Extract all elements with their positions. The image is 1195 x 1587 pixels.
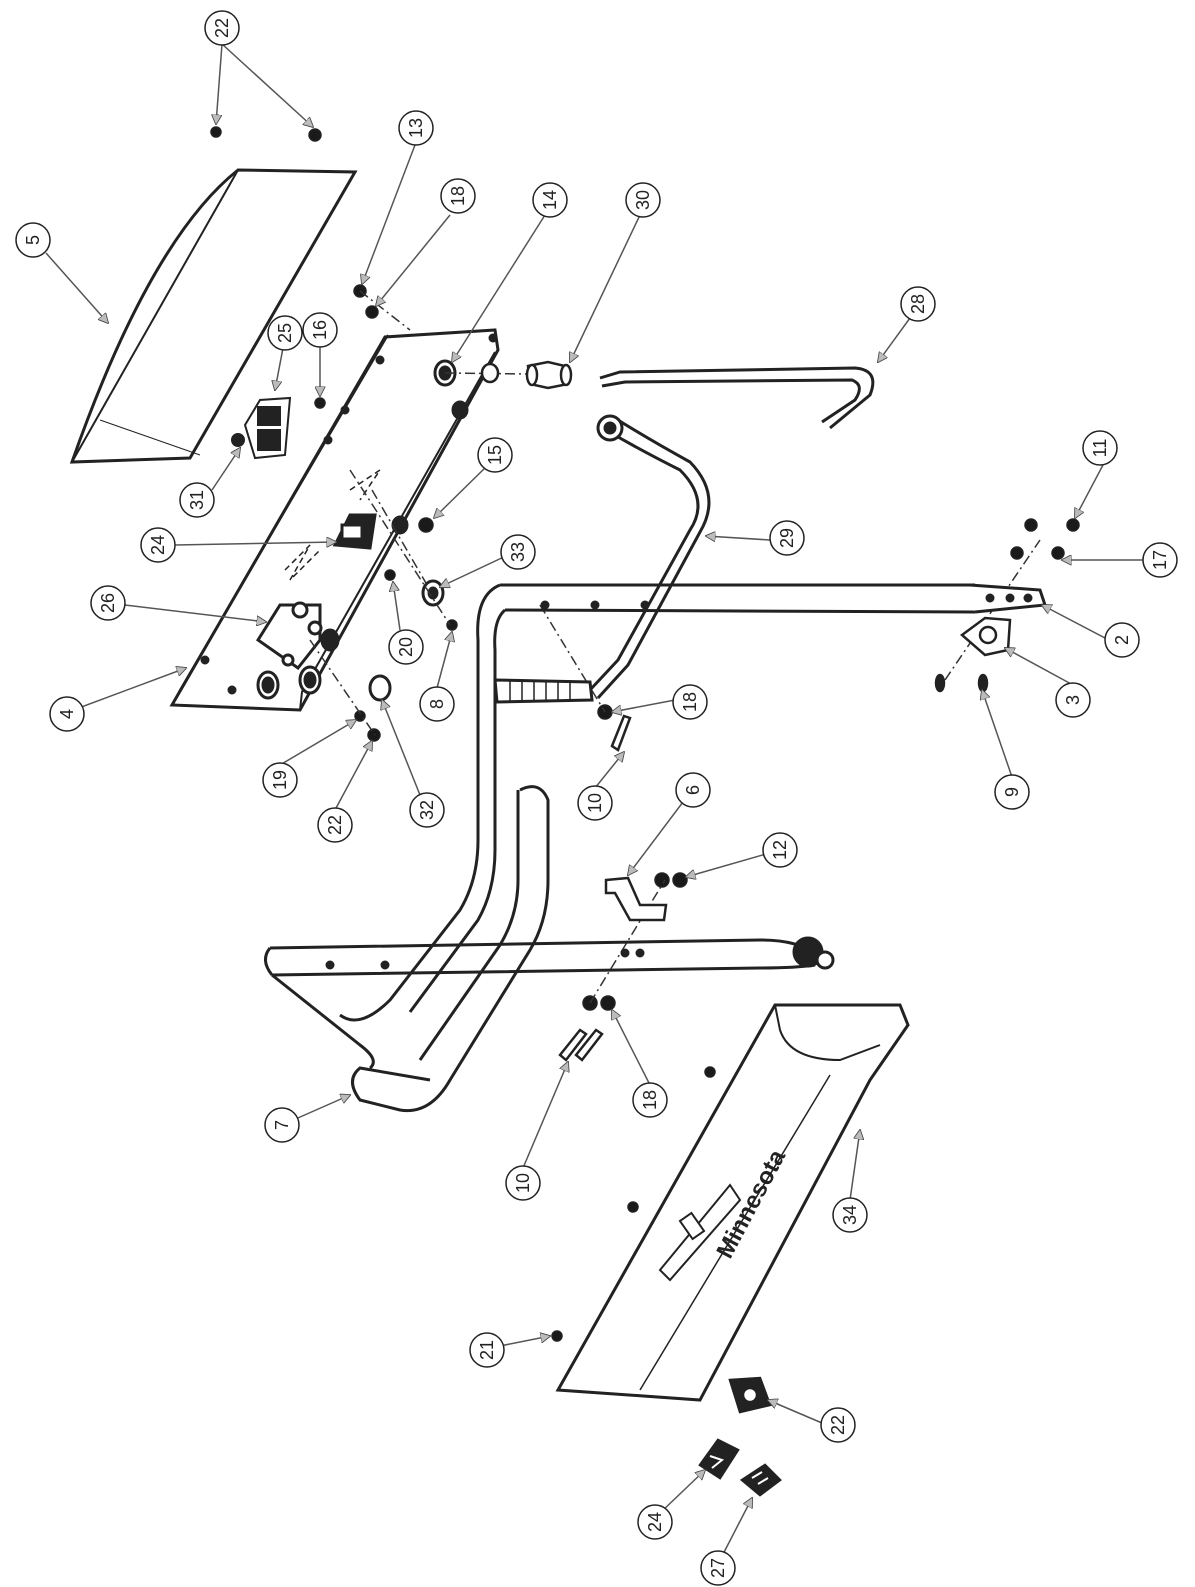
svg-text:31: 31 (187, 490, 207, 510)
part-6-bracket (604, 876, 668, 922)
svg-text:18: 18 (448, 186, 468, 206)
svg-text:28: 28 (908, 294, 928, 314)
part-10-bolts (558, 714, 632, 1062)
callout-3: 3 (1055, 682, 1091, 718)
callout-15: 15 (477, 437, 513, 473)
svg-text:15: 15 (485, 445, 505, 465)
part-26-relay (255, 601, 323, 671)
callout-33: 33 (500, 534, 536, 570)
part-28-tube (599, 366, 875, 430)
svg-text:12: 12 (770, 840, 790, 860)
svg-text:26: 26 (98, 593, 118, 613)
svg-text:10: 10 (513, 1173, 533, 1193)
part-34-housing: Minnesota (555, 1003, 910, 1402)
callout-29: 29 (769, 520, 805, 556)
svg-text:10: 10 (585, 793, 605, 813)
callout-20: 20 (388, 629, 424, 665)
callout-13: 13 (398, 110, 434, 146)
svg-text:22: 22 (212, 18, 232, 38)
callout-11: 11 (1082, 430, 1118, 466)
svg-text:17: 17 (1150, 550, 1170, 570)
part-30-fitting (480, 360, 573, 390)
callout-9: 9 (994, 774, 1030, 810)
callout-34: 34 (832, 1197, 868, 1233)
callout-7: 7 (264, 1107, 300, 1143)
svg-text:18: 18 (680, 692, 700, 712)
callout-5: 5 (15, 222, 51, 258)
callout-27: 27 (700, 1550, 736, 1586)
svg-text:18: 18 (640, 1090, 660, 1110)
svg-text:27: 27 (708, 1558, 728, 1578)
part-5-cover (69, 168, 358, 464)
svg-text:2: 2 (1112, 635, 1132, 645)
callout-22-mid: 22 (317, 807, 353, 843)
callout-26: 26 (90, 585, 126, 621)
svg-text:22: 22 (828, 1415, 848, 1435)
callout-10-mid: 10 (577, 785, 613, 821)
svg-text:33: 33 (508, 542, 528, 562)
switch-caps (698, 1376, 782, 1497)
svg-text:20: 20 (396, 637, 416, 657)
callout-10-low: 10 (505, 1165, 541, 1201)
callout-19: 19 (262, 762, 298, 798)
part-2-frame-tube (339, 583, 1048, 1022)
callout-18-low: 18 (632, 1082, 668, 1118)
svg-text:4: 4 (57, 709, 77, 719)
callout-31: 31 (179, 482, 215, 518)
callout-16: 16 (302, 312, 338, 348)
callout-12: 12 (762, 832, 798, 868)
svg-text:32: 32 (417, 800, 437, 820)
callout-24-bottom: 24 (637, 1504, 673, 1540)
callout-21: 21 (469, 1332, 505, 1368)
part-25-31-switches (231, 396, 292, 460)
callout-22-bottom: 22 (820, 1407, 856, 1443)
callout-24-box: 24 (140, 527, 176, 563)
part-3-foot (934, 616, 1012, 693)
callout-32: 32 (409, 792, 445, 828)
svg-text:25: 25 (275, 323, 295, 343)
callout-25: 25 (267, 315, 303, 351)
svg-text:3: 3 (1063, 695, 1083, 705)
part-4-control-box (169, 328, 500, 712)
callout-22-top: 22 (204, 10, 240, 46)
svg-text:6: 6 (683, 785, 703, 795)
svg-text:9: 9 (1002, 787, 1022, 797)
svg-text:21: 21 (477, 1340, 497, 1360)
svg-text:24: 24 (148, 535, 168, 555)
svg-text:8: 8 (427, 699, 447, 709)
callout-18-mid: 18 (672, 684, 708, 720)
leader-lines (45, 43, 1145, 1561)
callout-18-top: 18 (440, 178, 476, 214)
callout-6: 6 (675, 772, 711, 808)
svg-text:13: 13 (406, 118, 426, 138)
callout-4: 4 (49, 696, 85, 732)
svg-text:16: 16 (310, 320, 330, 340)
part-7-handle-frame (264, 785, 835, 1113)
svg-text:34: 34 (840, 1205, 860, 1225)
callout-14: 14 (532, 182, 568, 218)
svg-text:22: 22 (325, 815, 345, 835)
svg-text:19: 19 (270, 770, 290, 790)
callout-28: 28 (900, 286, 936, 322)
hardware-fasteners (210, 126, 1080, 1342)
svg-text:29: 29 (777, 528, 797, 548)
svg-text:11: 11 (1090, 439, 1110, 458)
callout-17: 17 (1142, 542, 1178, 578)
svg-text:14: 14 (540, 190, 560, 210)
svg-text:24: 24 (645, 1512, 665, 1532)
callout-2: 2 (1104, 622, 1140, 658)
callout-30: 30 (625, 182, 661, 218)
svg-text:30: 30 (633, 190, 653, 210)
callout-8: 8 (419, 686, 455, 722)
svg-text:5: 5 (23, 235, 43, 245)
part-24-switch-mounted (332, 513, 377, 550)
svg-text:7: 7 (272, 1120, 292, 1130)
